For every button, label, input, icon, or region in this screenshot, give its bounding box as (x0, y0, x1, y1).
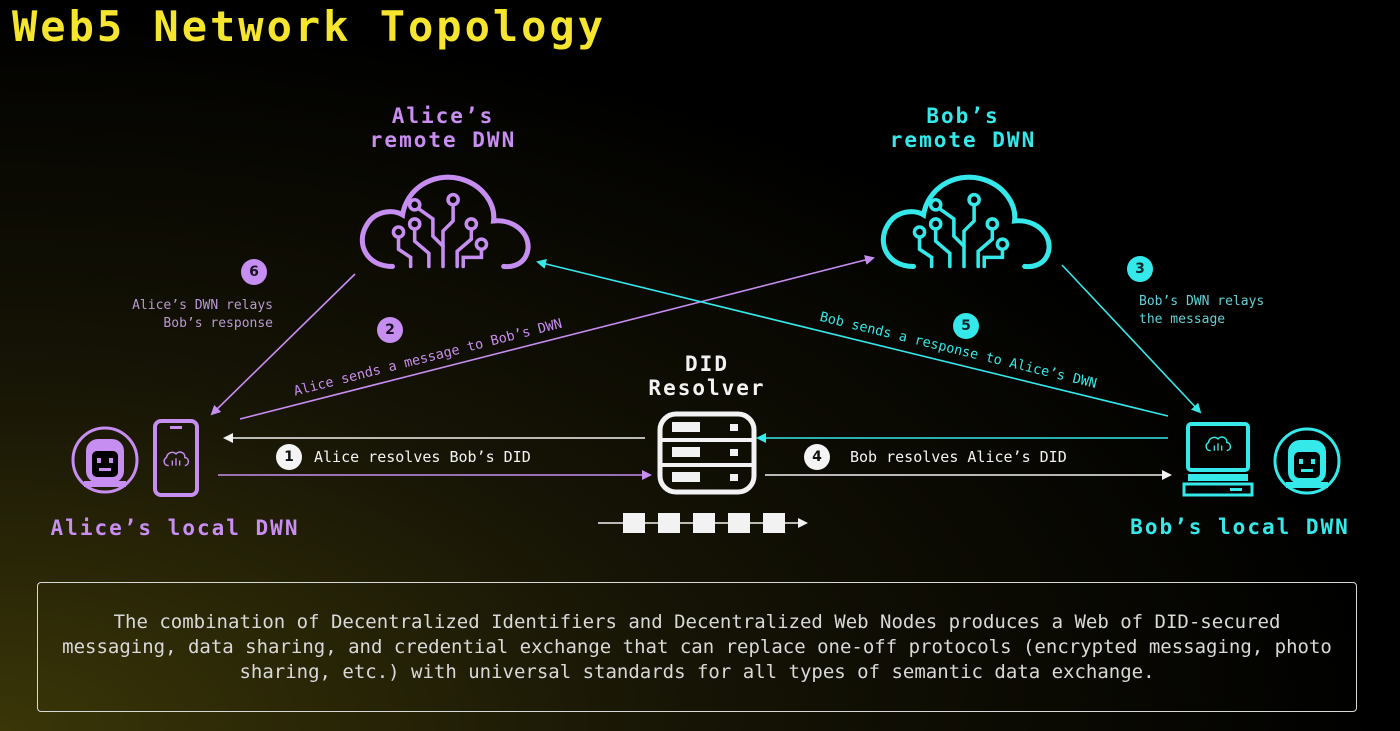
step-3-label: Bob’s DWN relays the message (1139, 294, 1265, 327)
bob-remote-dwn-label: Bob’s remote DWN (889, 104, 1037, 152)
ledger-blocks-icon (598, 513, 808, 533)
arrow-bob-remote-to-bob-local (1061, 264, 1202, 414)
step-6-label: Alice’s DWN relays Bob’s response (132, 298, 273, 331)
step-badge-3: 3 (1127, 256, 1153, 282)
desktop-computer-icon (1182, 422, 1254, 497)
arrow-alice-remote-to-alice-local (210, 273, 356, 416)
step-badge-6: 6 (241, 259, 267, 285)
did-resolver-label: DID Resolver (648, 352, 766, 400)
database-server-icon (657, 411, 757, 495)
smartphone-icon (153, 419, 199, 497)
pixel-avatar-icon (71, 426, 139, 494)
step-badge-2: 2 (377, 317, 403, 343)
alice-remote-dwn-label: Alice’s remote DWN (369, 104, 517, 152)
alice-local-dwn-label: Alice’s local DWN (50, 516, 300, 540)
circuit-cloud-icon (362, 177, 528, 266)
step-badge-5: 5 (953, 313, 979, 339)
pixel-avatar-icon (1273, 427, 1341, 495)
circuit-cloud-icon (883, 177, 1049, 266)
step-badge-4: 4 (804, 444, 830, 470)
step-4-label: Bob resolves Alice’s DID (850, 448, 1067, 466)
summary-box: The combination of Decentralized Identif… (37, 582, 1357, 712)
bob-local-dwn-label: Bob’s local DWN (1130, 515, 1350, 539)
step-1-label: Alice resolves Bob’s DID (314, 448, 531, 466)
step-badge-1: 1 (276, 444, 302, 470)
arrow-bob-to-alice-remote (536, 259, 1169, 417)
summary-text: The combination of Decentralized Identif… (62, 610, 1332, 683)
page-title: Web5 Network Topology (12, 2, 607, 51)
arrow-alice-to-bob-remote (239, 255, 875, 420)
